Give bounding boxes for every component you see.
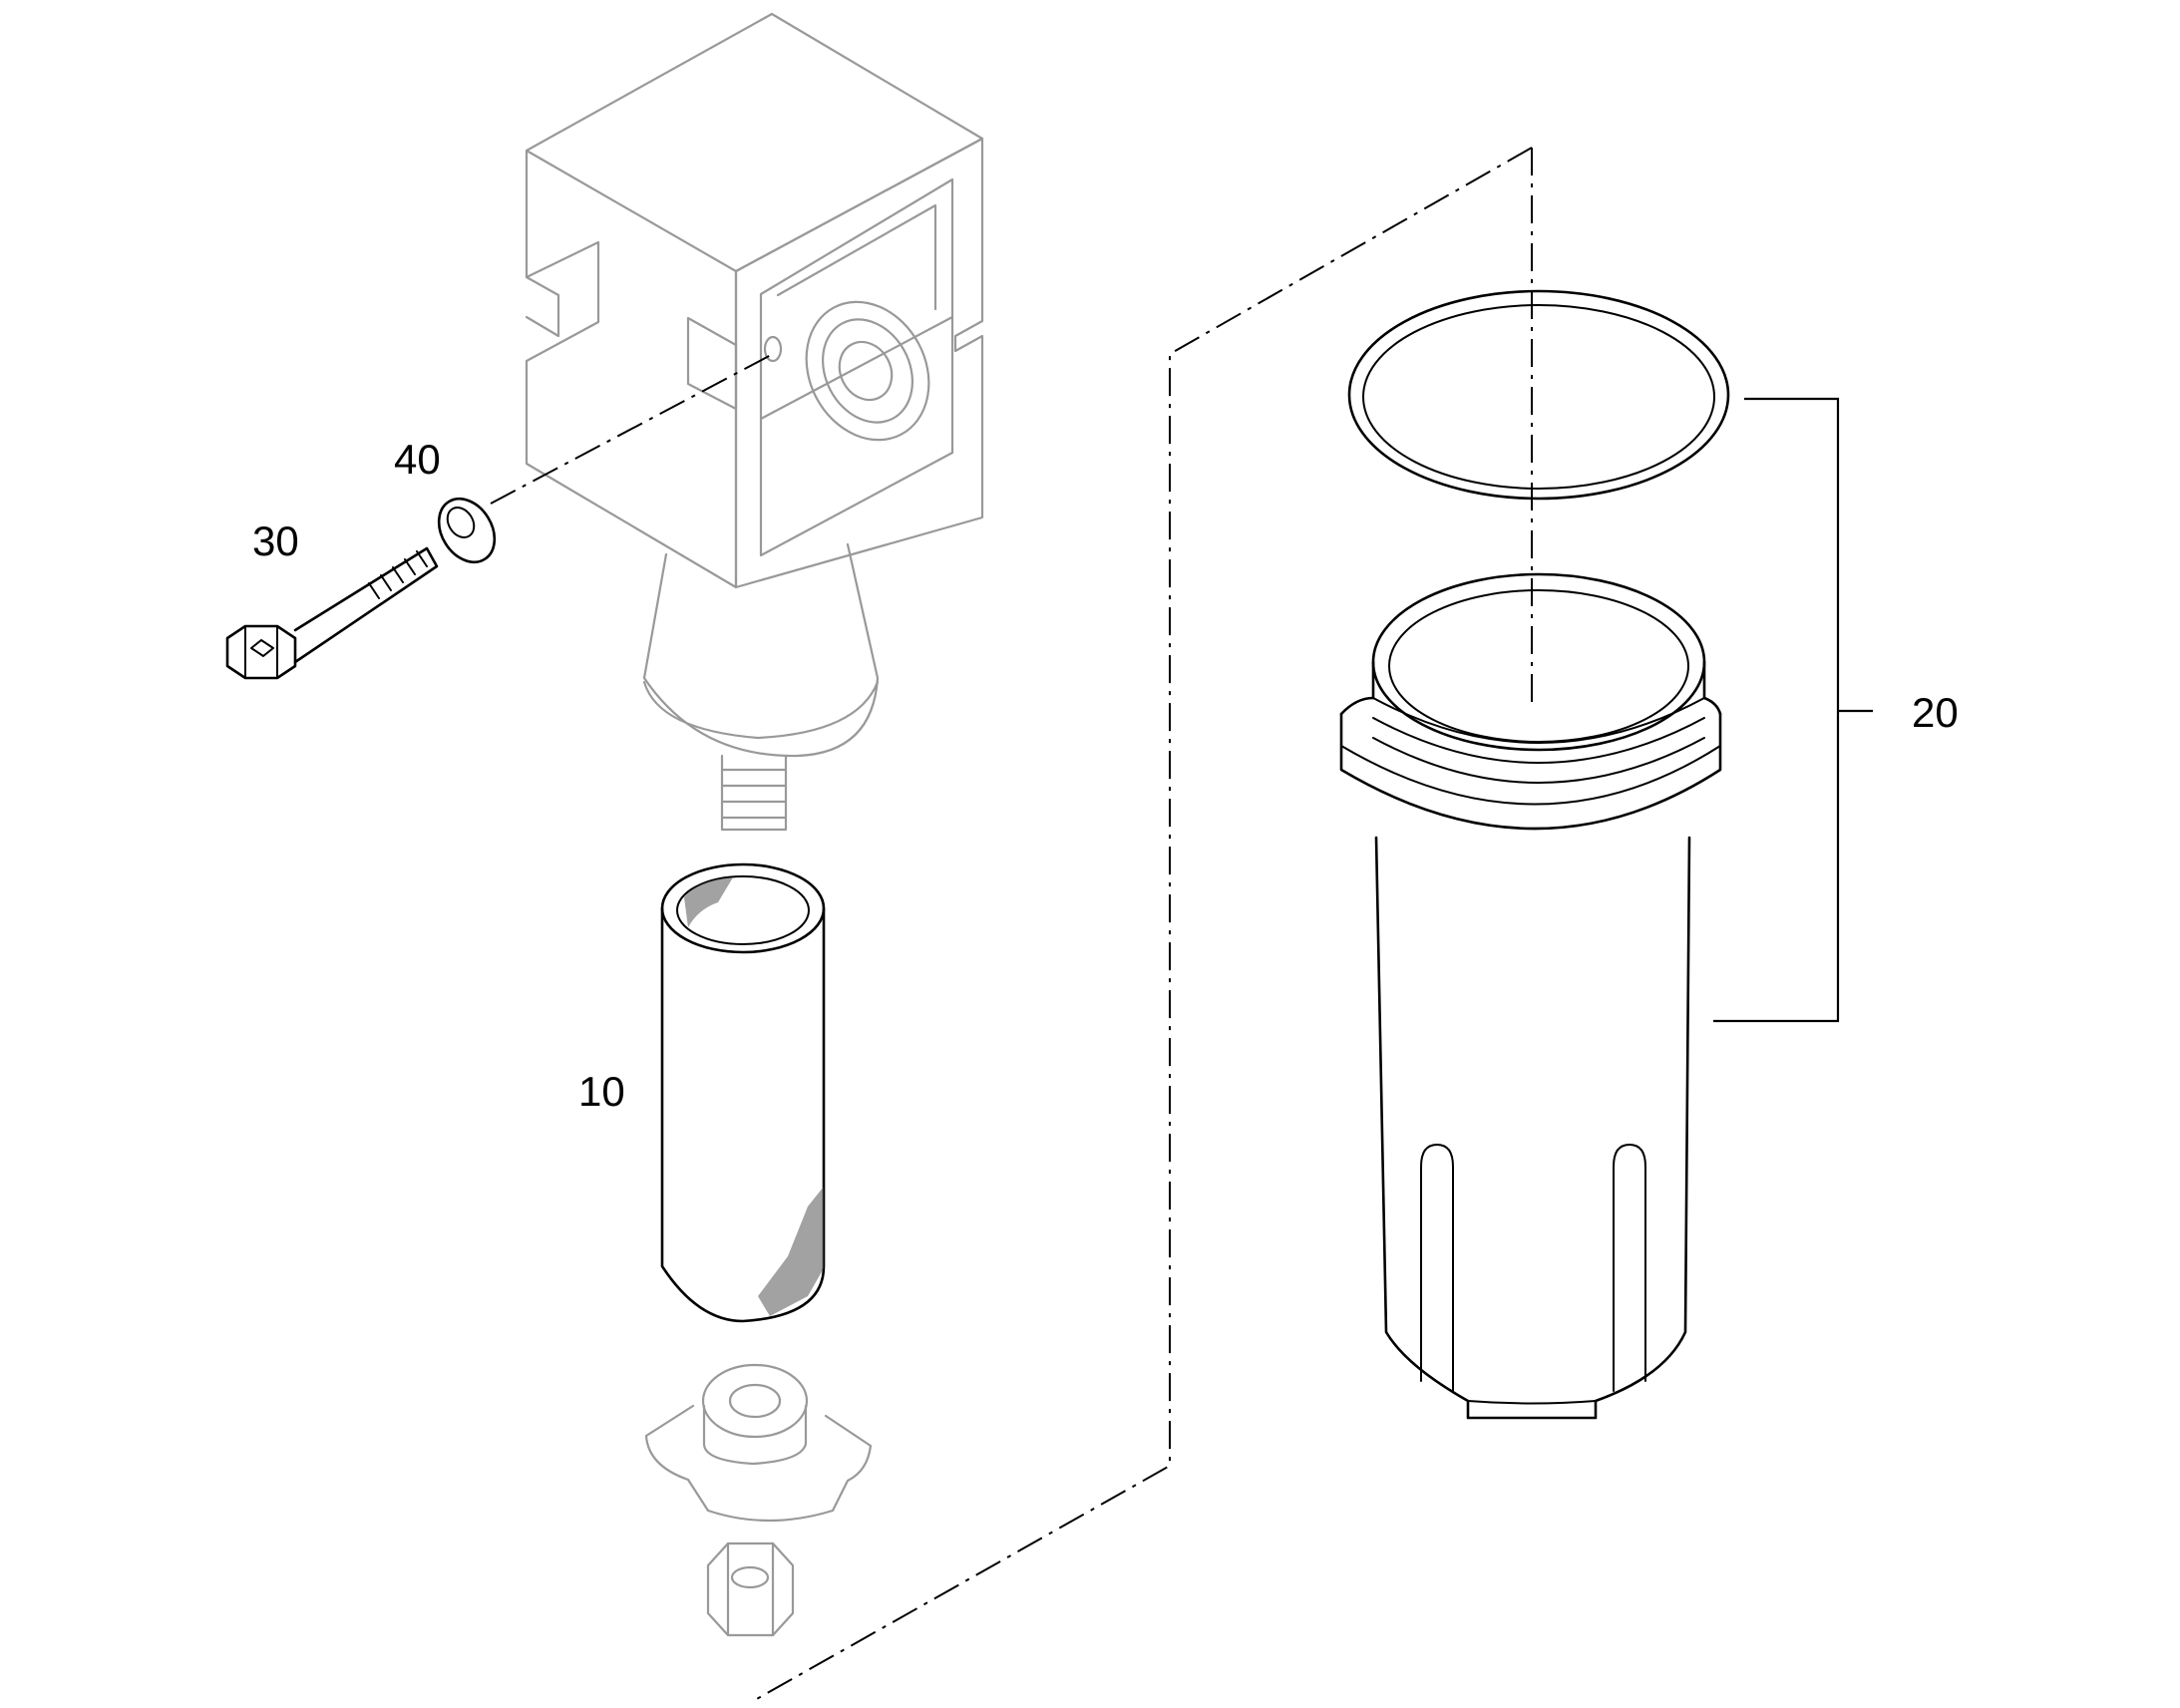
callout-10: 10: [578, 1068, 625, 1115]
deflector-baffle: [644, 1363, 873, 1523]
filter-bowl: [1339, 572, 1722, 1420]
item-20-bracket: [1713, 397, 1873, 1023]
filter-element-tube: [660, 862, 826, 1323]
assembly-center-lines: [490, 147, 1533, 1701]
callout-20: 20: [1912, 689, 1959, 736]
cap-screw: [225, 546, 439, 680]
washer: [437, 497, 497, 564]
drain-nut: [706, 1541, 795, 1637]
o-ring-seal: [1347, 289, 1730, 501]
callout-30: 30: [252, 517, 299, 564]
callout-40: 40: [394, 436, 441, 483]
filter-head-housing: [525, 12, 984, 832]
